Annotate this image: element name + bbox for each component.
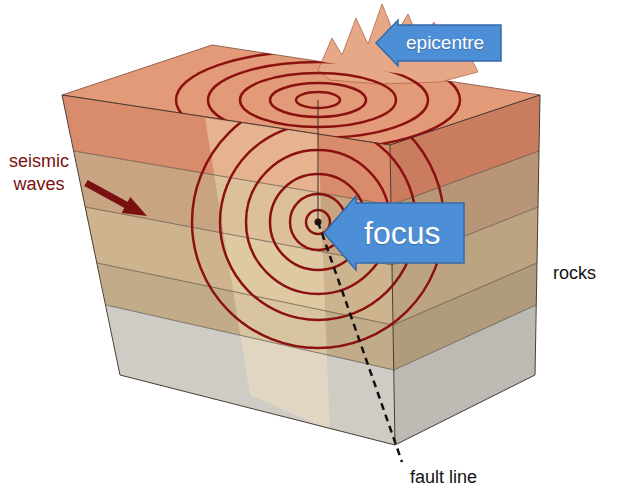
pointer-arrow-shaft [86, 183, 128, 206]
fault-line-label: fault line [410, 466, 477, 489]
fault-line-label-box: fault line [410, 466, 477, 489]
pointer-arrow-head [122, 197, 147, 216]
layer-edge [106, 305, 536, 370]
arrow-text: epicentre [376, 20, 501, 66]
rock-layer [394, 305, 536, 445]
block-edge [390, 145, 395, 445]
blue-arrow [324, 196, 464, 270]
arrow-text: focus [324, 196, 464, 270]
layer-edge [85, 207, 538, 265]
seismic-waves-label: seismic waves [0, 150, 78, 195]
rocks-label: rocks [553, 262, 596, 285]
rocks-label-box: rocks [553, 262, 596, 285]
block-outline [62, 95, 540, 445]
focus-arrow: focus [324, 196, 464, 270]
epicentre-focus-line [318, 100, 319, 222]
seismic-waves-label-box: seismic waves [0, 150, 78, 195]
blue-arrow [376, 20, 501, 66]
epicentre-arrow: epicentre [376, 20, 501, 66]
